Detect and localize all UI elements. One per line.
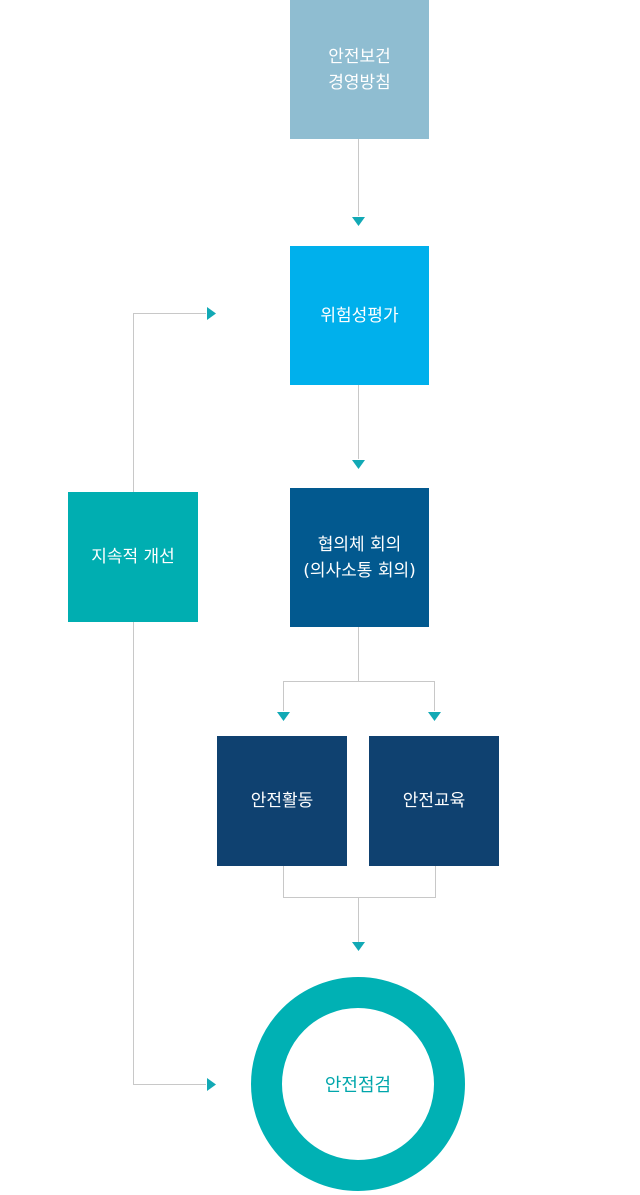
node-council-line1: 협의체 회의: [317, 534, 402, 555]
connector-merge: [283, 866, 436, 898]
node-risk-label: 위험성평가: [320, 305, 399, 326]
node-education: 안전교육: [369, 736, 499, 866]
arrowhead-inspection: [352, 942, 365, 951]
node-improve-label: 지속적 개선: [91, 547, 175, 567]
arrowhead-improve-inspection: [207, 1078, 216, 1091]
arrowhead-education: [428, 712, 441, 721]
node-council-line2: (의사소통 회의): [303, 560, 416, 581]
arrowhead-improve-risk: [207, 307, 216, 320]
arrowhead-risk: [352, 217, 365, 226]
node-policy: 안전보건 경영방침: [290, 0, 429, 139]
node-policy-line1: 안전보건: [328, 46, 391, 67]
connector-improve-inspection: [133, 622, 206, 1085]
arrowhead-council: [352, 460, 365, 469]
arrowhead-activity: [277, 712, 290, 721]
node-risk: 위험성평가: [290, 246, 429, 385]
node-council: 협의체 회의 (의사소통 회의): [290, 488, 429, 627]
node-policy-line2: 경영방침: [328, 72, 391, 93]
node-inspection-label: 안전점검: [324, 1075, 392, 1096]
connector-council-split: [283, 627, 359, 711]
connector-council-split-right: [358, 681, 435, 711]
node-education-label: 안전교육: [402, 791, 466, 811]
node-inspection: 안전점검: [251, 977, 465, 1191]
node-improve: 지속적 개선: [68, 492, 198, 622]
connector-improve-risk: [133, 313, 206, 492]
node-activity-label: 안전활동: [250, 791, 314, 811]
node-activity: 안전활동: [217, 736, 347, 866]
